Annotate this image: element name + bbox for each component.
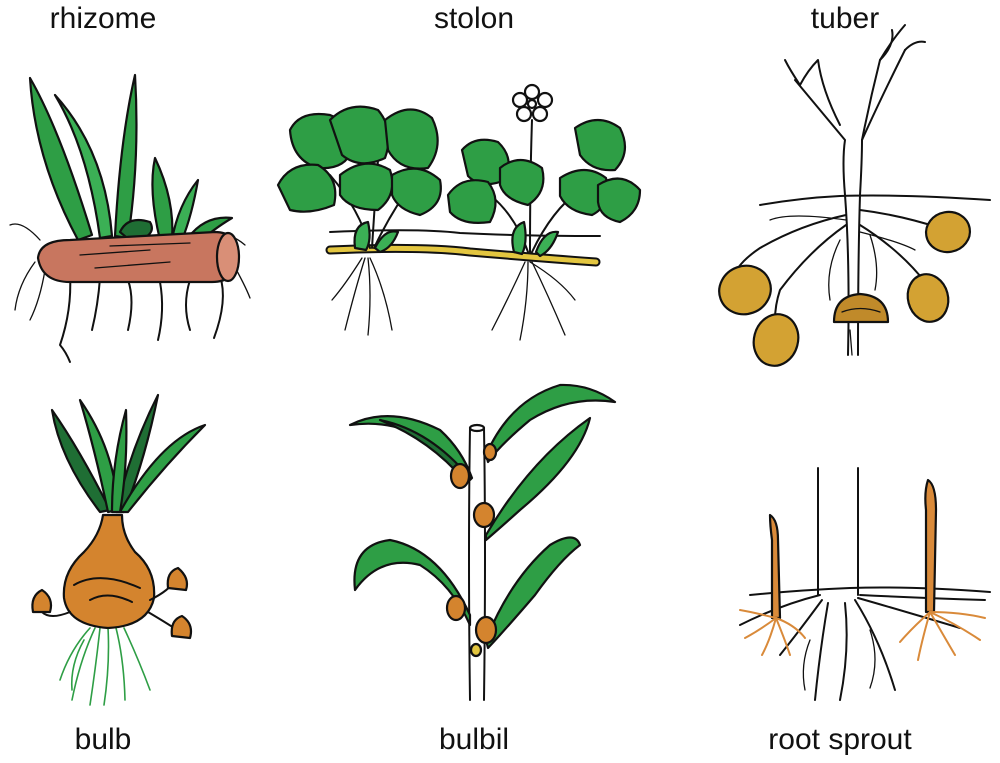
bulbil [449,462,471,490]
tuber-potato [752,313,800,367]
tuber-potato [718,264,772,316]
rhizome-body [36,230,240,284]
tuber-potato [906,273,950,323]
label-tuber: tuber [810,2,880,35]
label-root-sprout: root sprout [768,723,912,756]
bulbil [472,501,496,529]
bulb-leaves [50,393,207,514]
label-bulbil: bulbil [438,723,510,756]
root-sprout-illustration [739,467,991,701]
bulbil [474,615,498,645]
tuber-illustration [718,24,991,367]
label-stolon: stolon [433,2,515,35]
bulb-body [62,513,156,630]
stolon-flower [511,83,554,123]
stolon-illustration [276,83,642,341]
label-rhizome: rhizome [49,2,157,35]
stolon-right-plant [446,118,642,258]
bulbil [469,642,483,658]
stolon-left-plant [276,105,442,254]
bulbil-illustration [348,383,617,701]
rhizome-leaves [9,73,246,246]
bulb-offset [166,566,189,592]
bulbil [445,594,467,622]
rhizome-illustration [9,73,251,363]
bulbil-leaves [348,383,617,650]
bulb-offset [31,588,53,614]
bulb-illustration [31,393,207,706]
bulb-roots [59,627,151,706]
bulbil-stem [468,427,486,701]
root-sprout-right [924,478,938,614]
root-sprout-roots [739,594,986,701]
bulbil [482,442,498,462]
bulb-offset [170,614,193,640]
stolon-roots [331,257,576,341]
root-sprout-left [768,513,782,620]
label-bulb: bulb [74,723,132,756]
tuber-potato [924,210,972,254]
